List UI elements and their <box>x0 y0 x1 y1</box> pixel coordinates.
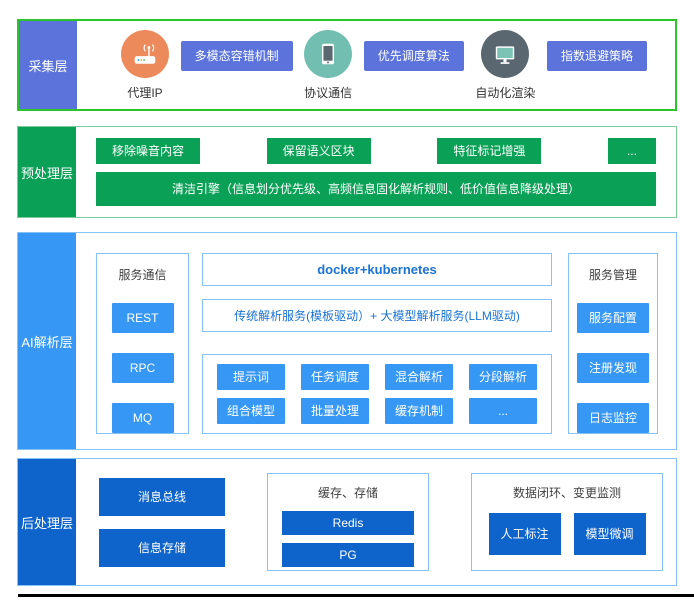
tablet-icon <box>304 29 353 78</box>
message-bus-node: 消息总线 <box>99 477 225 516</box>
postprocessing-layer: 后处理层 消息总线 信息存储 缓存、存储 Redis PG 数据闭环、变更监测 … <box>17 458 677 586</box>
parse-services-text: 传统解析服务(模板驱动）+ 大模型解析服务(LLM驱动) <box>234 309 520 323</box>
task-scheduling-badge: 任务调度 <box>301 363 369 390</box>
preprocessing-layer-content: 移除噪音内容 保留语义区块 特征标记增强 ... 清洁引擎（信息划分优先级、高频… <box>76 127 676 217</box>
segmented-parsing-badge: 分段解析 <box>469 363 537 390</box>
data-loop-title: 数据闭环、变更监测 <box>512 486 621 500</box>
mq-node: MQ <box>111 403 174 433</box>
ai-parsing-layer-content: 服务通信 REST RPC MQ docker+kubernetes 传统解析服… <box>76 233 676 449</box>
postprocessing-layer-label: 后处理层 <box>18 459 76 585</box>
data-loop-box: 数据闭环、变更监测 人工标注 模型微调 <box>471 473 663 571</box>
registry-discovery-node: 注册发现 <box>577 353 649 383</box>
info-storage-node: 信息存储 <box>99 528 225 567</box>
service-mgmt-title: 服务管理 <box>588 268 637 282</box>
more-badge: ... <box>607 138 656 164</box>
pg-node: PG <box>282 543 414 567</box>
redis-node: Redis <box>282 511 414 535</box>
prompt-badge: 提示词 <box>217 363 285 390</box>
service-comm-box: 服务通信 REST RPC MQ <box>96 253 189 434</box>
auto-render-caption: 自动化渲染 <box>475 85 536 100</box>
page-edge-bar <box>18 594 694 597</box>
proxy-ip-caption: 代理IP <box>127 85 163 100</box>
capabilities-more-badge: ... <box>469 398 537 425</box>
multimodal-fault-tolerance-badge: 多模态容错机制 <box>180 41 293 71</box>
manual-annotation-node: 人工标注 <box>488 513 561 555</box>
bus-storage-column: 消息总线 信息存储 <box>99 477 225 567</box>
cache-mechanism-badge: 缓存机制 <box>385 398 453 425</box>
parse-services-box: 传统解析服务(模板驱动）+ 大模型解析服务(LLM驱动) <box>202 299 552 332</box>
batch-processing-badge: 批量处理 <box>301 398 369 425</box>
service-config-node: 服务配置 <box>577 303 649 333</box>
cache-storage-title: 缓存、存储 <box>317 486 378 500</box>
collection-layer: 采集层 代理IP 多模态容错机制 <box>17 19 677 111</box>
collection-layer-label: 采集层 <box>19 21 77 109</box>
protocol-comm-caption: 协议通信 <box>304 85 353 100</box>
preprocessing-layer-label: 预处理层 <box>18 127 76 217</box>
service-mgmt-box: 服务管理 服务配置 注册发现 日志监控 <box>568 253 658 434</box>
ai-parsing-middle-column: docker+kubernetes 传统解析服务(模板驱动）+ 大模型解析服务(… <box>202 253 552 434</box>
ai-parsing-layer: AI解析层 服务通信 REST RPC MQ docker+kubernetes… <box>17 232 677 450</box>
combined-model-badge: 组合模型 <box>217 398 285 425</box>
cleaning-engine-bar: 清洁引擎（信息划分优先级、高频信息固化解析规则、低价值信息降级处理） <box>96 172 656 206</box>
feature-tag-enhance-badge: 特征标记增强 <box>437 138 542 164</box>
priority-scheduling-badge: 优先调度算法 <box>363 41 464 71</box>
service-comm-title: 服务通信 <box>118 268 167 282</box>
capabilities-box: 提示词 任务调度 混合解析 分段解析 组合模型 批量处理 缓存机制 ... <box>202 354 552 434</box>
hybrid-parsing-badge: 混合解析 <box>385 363 453 390</box>
auto-render-node: 自动化渲染 <box>475 29 536 101</box>
postprocessing-layer-content: 消息总线 信息存储 缓存、存储 Redis PG 数据闭环、变更监测 人工标注 … <box>76 459 676 585</box>
rpc-node: RPC <box>111 353 174 383</box>
preprocessing-badge-row: 移除噪音内容 保留语义区块 特征标记增强 ... <box>96 138 656 164</box>
preprocessing-layer: 预处理层 移除噪音内容 保留语义区块 特征标记增强 ... 清洁引擎（信息划分优… <box>17 126 677 218</box>
data-loop-button-row: 人工标注 模型微调 <box>488 513 646 555</box>
log-monitoring-node: 日志监控 <box>577 403 649 433</box>
keep-semantic-blocks-badge: 保留语义区块 <box>266 138 371 164</box>
model-finetune-node: 模型微调 <box>573 513 646 555</box>
monitor-icon <box>481 29 530 78</box>
remove-noise-badge: 移除噪音内容 <box>96 138 201 164</box>
rest-node: REST <box>111 303 174 333</box>
collection-layer-content: 代理IP 多模态容错机制 协议通信 优先调度算法 <box>77 21 675 109</box>
docker-kubernetes-text: docker+kubernetes <box>317 262 437 277</box>
cache-storage-box: 缓存、存储 Redis PG <box>267 473 429 571</box>
ai-parsing-layer-label: AI解析层 <box>18 233 76 449</box>
router-icon <box>121 29 169 78</box>
protocol-comm-node: 协议通信 <box>304 29 353 101</box>
exponential-backoff-badge: 指数退避策略 <box>546 41 647 71</box>
proxy-ip-node: 代理IP <box>121 29 169 101</box>
docker-kubernetes-box: docker+kubernetes <box>202 253 552 286</box>
